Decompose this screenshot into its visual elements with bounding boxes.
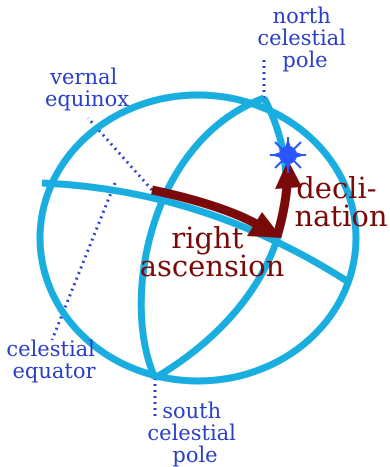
vernal-equinox-leader	[86, 117, 154, 191]
star-meridian	[153, 96, 290, 382]
north-pole-label: north celestial pole	[257, 4, 352, 72]
declination-label: decli- nation	[294, 171, 387, 233]
celestial-equator-leader	[50, 182, 117, 341]
right-ascension-label: right ascension	[140, 221, 285, 283]
right-ascension-arrow	[151, 185, 282, 238]
vernal-equinox-meridian	[137, 94, 266, 380]
declination-arrow	[272, 160, 302, 238]
celestial-equator-line	[41, 179, 352, 286]
celestial-sphere-outline	[36, 91, 360, 385]
leader-lines	[50, 58, 266, 418]
star-icon	[270, 137, 306, 173]
south-pole-label: south celestial pole	[147, 399, 242, 467]
celestial-equator-label: celestial equator	[6, 337, 101, 383]
vernal-equinox-label: vernal equinox	[45, 65, 129, 111]
